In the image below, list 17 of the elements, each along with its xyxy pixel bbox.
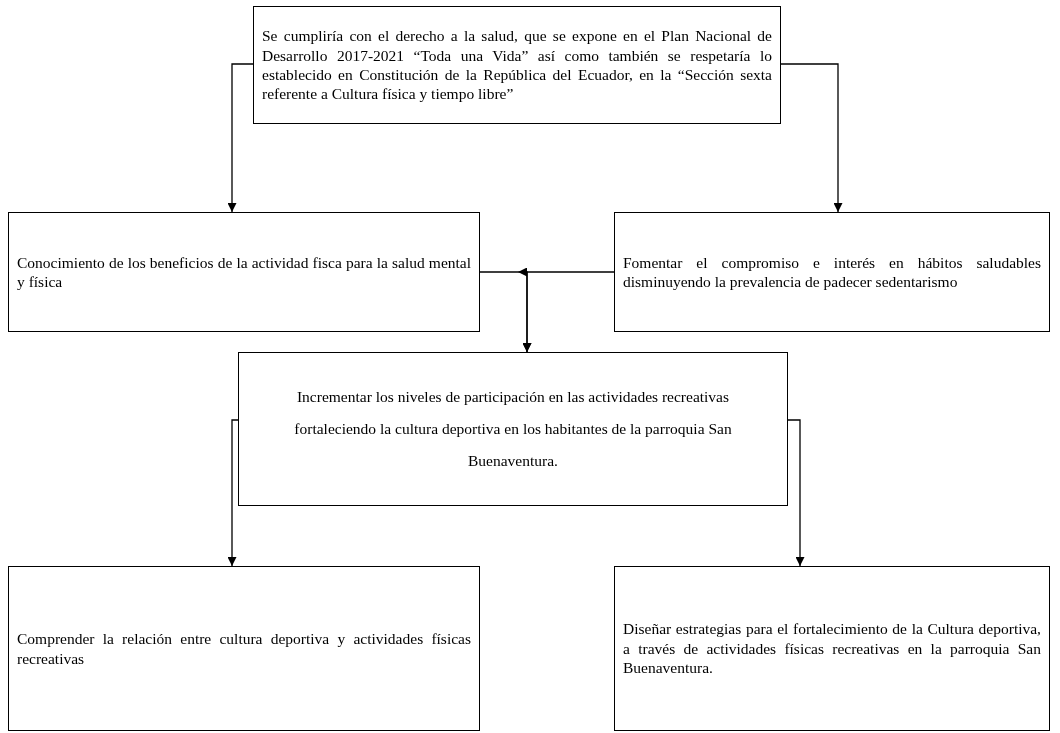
arrow xyxy=(227,63,254,213)
process-box xyxy=(238,352,788,506)
box-text: Se cumpliría con el derecho a la salud, que se expone en el Plan Nacional de Desarrollo 2017-2021 “Toda una Vida” así como también se respetaría lo establecido en Constitución de la República del Ecuador, en la “Sección sexta referente a Cultura física y tiempo libre” xyxy=(262,26,772,104)
box-text: Conocimiento de los beneficios de la actividad fisca para la salud mental y física xyxy=(17,252,471,292)
box-text: Diseñar estrategias para el fortalecimiento de la Cultura deportiva, a través de actividades físicas recreativas en la parroquia San Buenaventura. xyxy=(623,619,1041,678)
process-box xyxy=(614,566,1050,731)
box-text: Incrementar los niveles de participación en las actividades recreativas fortaleciendo la cultura deportiva en los habitantes de la parroquia San Buenaventura. xyxy=(293,387,733,471)
arrow xyxy=(780,63,843,213)
process-box xyxy=(8,566,480,731)
arrow xyxy=(518,268,615,353)
box-text: Fomentar el compromiso e interés en hábitos saludables disminuyendo la prevalencia de padecer sedentarismo xyxy=(623,252,1041,292)
arrow xyxy=(227,419,239,567)
process-box xyxy=(8,212,480,332)
process-box xyxy=(253,6,781,124)
box-text: Comprender la relación entre cultura deportiva y actividades físicas recreativas xyxy=(17,629,471,668)
arrow xyxy=(787,419,805,567)
process-box xyxy=(614,212,1050,332)
